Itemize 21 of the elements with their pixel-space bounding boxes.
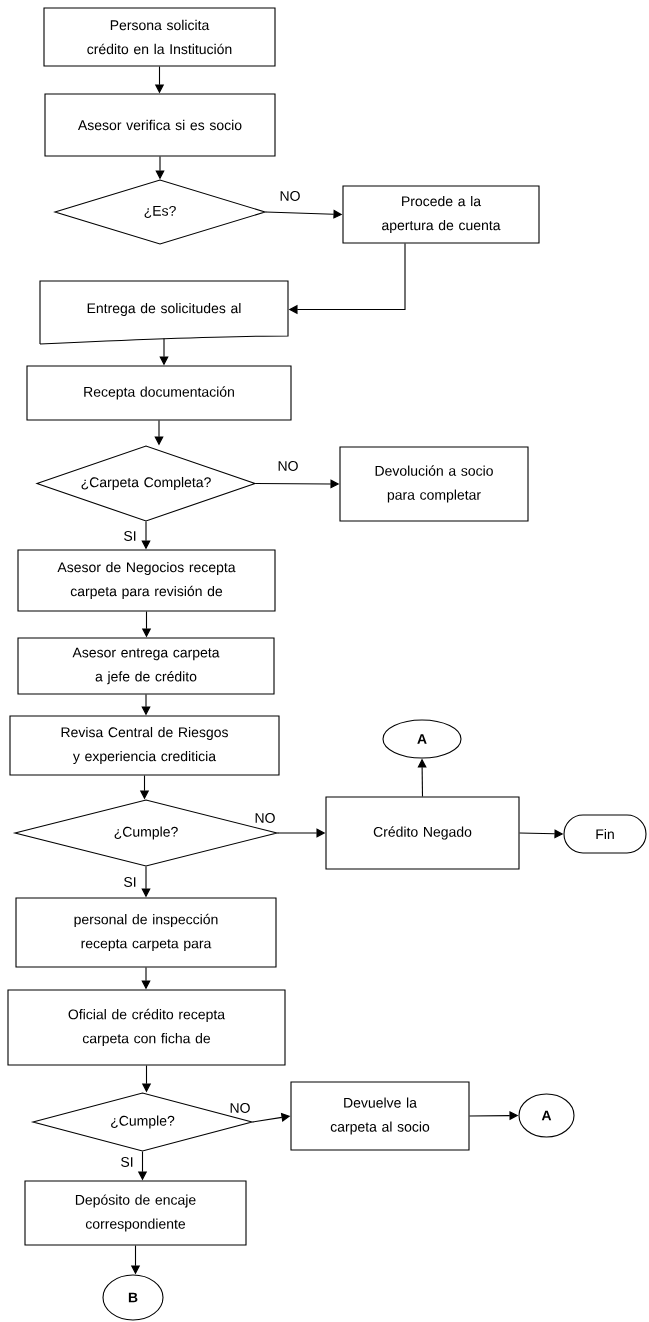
process-box: Revisa Central de Riesgos y experiencia crediticia [9,715,280,776]
edge-label: SI [119,1156,135,1168]
edge-label: NO [228,1102,252,1114]
process-box: Devolución a socio para completar [339,446,529,522]
process-box: Crédito Negado [325,796,520,870]
process-box: personal de inspección recepta carpeta para [15,897,277,968]
process-box: Asesor entrega carpeta a jefe de crédito [17,637,275,695]
edge-label: NO [278,190,302,202]
process-box: Asesor de Negocios recepta carpeta para revisión de [17,549,276,612]
process-box: Procede a la apertura de cuenta [342,185,540,244]
process-box: Depósito de encaje correspondiente [24,1180,247,1246]
process-box: Devuelve la carpeta al socio [290,1081,470,1151]
process-box: Recepta documentación [26,365,292,421]
process-box: Persona solicita crédito en la Institución [43,7,276,67]
edge-label: SI [122,530,138,542]
process-box: Asesor verifica si es socio [44,93,276,157]
document-shape: Entrega de solicitudes al [39,280,289,345]
edge-label: SI [122,876,138,888]
edge-label: NO [276,460,300,472]
edge-label: NO [253,812,277,824]
process-box: Oficial de crédito recepta carpeta con ficha de [7,989,286,1066]
